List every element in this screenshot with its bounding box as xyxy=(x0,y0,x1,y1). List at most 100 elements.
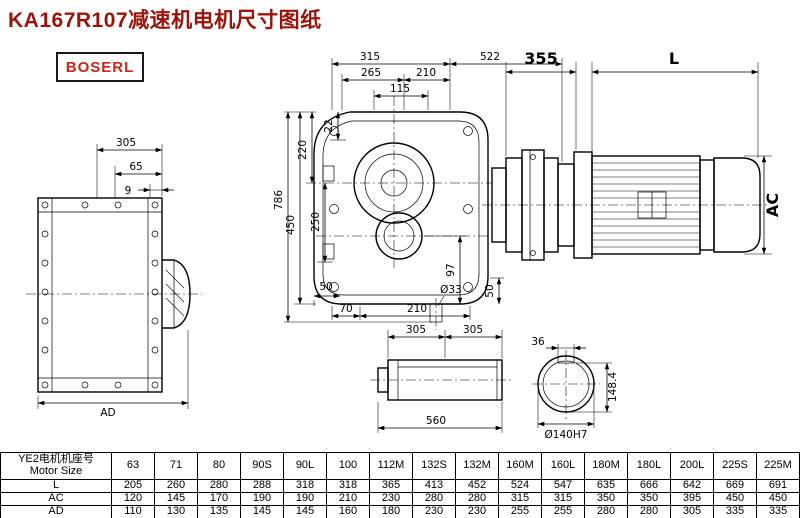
dim-50-right: 50 xyxy=(484,284,496,297)
dimension-value-cell: 230 xyxy=(455,505,499,518)
dimension-value-cell: 691 xyxy=(756,479,800,493)
dimension-value-cell: 350 xyxy=(627,492,671,506)
dim-65: 65 xyxy=(129,161,142,173)
dim-22: 22 xyxy=(323,119,335,132)
dimension-value-cell: 315 xyxy=(498,492,542,506)
dimension-value-cell: 666 xyxy=(627,479,671,493)
dimension-value-cell: 120 xyxy=(111,492,155,506)
dim-36: 36 xyxy=(531,336,545,348)
dim-560: 560 xyxy=(426,415,446,427)
dimension-value-cell: 130 xyxy=(154,505,198,518)
dim-220: 220 xyxy=(297,140,309,160)
size-column-header: 90S xyxy=(240,452,284,480)
dimension-value-cell: 110 xyxy=(111,505,155,518)
dim-97: 97 xyxy=(445,263,457,276)
dimension-value-cell: 280 xyxy=(627,505,671,518)
dim-diameter-33: Ø33 xyxy=(440,284,462,296)
dim-148-4: 148.4 xyxy=(607,372,619,402)
dimension-value-cell: 452 xyxy=(455,479,499,493)
size-column-header: 80 xyxy=(197,452,241,480)
dimension-value-cell: 547 xyxy=(541,479,585,493)
dim-250: 250 xyxy=(310,212,322,232)
dimension-value-cell: 635 xyxy=(584,479,628,493)
size-column-header: 180L xyxy=(627,452,671,480)
shaft-view: 305 305 560 xyxy=(370,324,512,433)
dimension-value-cell: 280 xyxy=(197,479,241,493)
dimension-value-cell: 210 xyxy=(326,492,370,506)
dim-115: 115 xyxy=(390,83,410,95)
dimension-value-cell: 255 xyxy=(541,505,585,518)
dimension-value-cell: 335 xyxy=(756,505,800,518)
motor-size-header: YE2电机机座号 Motor Size xyxy=(0,452,112,480)
dimension-value-cell: 280 xyxy=(584,505,628,518)
dim-786: 786 xyxy=(273,190,285,210)
size-column-header: 90L xyxy=(283,452,327,480)
bore-view: 36 148.4 Ø140H7 xyxy=(531,336,619,441)
dimension-value-cell: 190 xyxy=(240,492,284,506)
dimension-value-cell: 318 xyxy=(283,479,327,493)
dim-diameter-140: Ø140H7 xyxy=(545,429,588,441)
dimension-value-cell: 350 xyxy=(584,492,628,506)
row-label: AD xyxy=(0,505,112,518)
dim-ac: AC xyxy=(763,193,782,217)
dimension-value-cell: 230 xyxy=(369,492,413,506)
dimension-value-cell: 524 xyxy=(498,479,542,493)
dimension-value-cell: 135 xyxy=(197,505,241,518)
dim-ad: AD xyxy=(100,407,115,419)
dimension-value-cell: 280 xyxy=(455,492,499,506)
dimension-value-cell: 145 xyxy=(240,505,284,518)
dimension-value-cell: 205 xyxy=(111,479,155,493)
dimension-value-cell: 450 xyxy=(756,492,800,506)
dimension-value-cell: 318 xyxy=(326,479,370,493)
dim-305-shaft-b: 305 xyxy=(463,324,483,336)
dim-305-shaft-a: 305 xyxy=(406,324,426,336)
dimension-value-cell: 260 xyxy=(154,479,198,493)
dimension-value-cell: 190 xyxy=(283,492,327,506)
size-column-header: 200L xyxy=(670,452,714,480)
size-column-header: 100 xyxy=(326,452,370,480)
dimension-value-cell: 395 xyxy=(670,492,714,506)
dim-315: 315 xyxy=(360,51,380,63)
gearbox-side-view: 305 65 9 AD xyxy=(26,137,202,419)
size-column-header: 63 xyxy=(111,452,155,480)
dim-l: L xyxy=(669,49,679,68)
dim-9: 9 xyxy=(125,185,132,197)
dimension-value-cell: 280 xyxy=(412,492,456,506)
dim-450: 450 xyxy=(285,215,297,235)
dim-522: 522 xyxy=(480,51,500,63)
row-label: L xyxy=(0,479,112,493)
dim-265: 265 xyxy=(361,67,381,79)
header-label-en: Motor Size xyxy=(29,465,83,477)
motor-view: 355 L AC xyxy=(482,49,782,261)
size-column-header: 132M xyxy=(455,452,499,480)
row-label: AC xyxy=(0,492,112,506)
dim-70: 70 xyxy=(339,303,352,315)
dim-305-side: 305 xyxy=(116,137,136,149)
dimension-value-cell: 160 xyxy=(326,505,370,518)
size-column-header: 225S xyxy=(713,452,757,480)
dimension-value-cell: 642 xyxy=(670,479,714,493)
dimension-value-cell: 255 xyxy=(498,505,542,518)
dimension-value-cell: 450 xyxy=(713,492,757,506)
dimension-value-cell: 335 xyxy=(713,505,757,518)
dimension-value-cell: 315 xyxy=(541,492,585,506)
size-column-header: 132S xyxy=(412,452,456,480)
dimension-value-cell: 145 xyxy=(283,505,327,518)
dimension-value-cell: 145 xyxy=(154,492,198,506)
size-column-header: 160M xyxy=(498,452,542,480)
size-column-header: 112M xyxy=(369,452,413,480)
header-label-cn: YE2电机机座号 xyxy=(18,453,94,466)
dimension-value-cell: 170 xyxy=(197,492,241,506)
page-title: KA167R107减速机电机尺寸图纸 xyxy=(8,9,322,32)
dim-50-left: 50 xyxy=(319,281,332,293)
technical-drawing: 305 65 9 AD xyxy=(26,49,782,441)
brand-logo: BOSERL xyxy=(56,52,144,82)
dimension-value-cell: 305 xyxy=(670,505,714,518)
dimension-value-cell: 288 xyxy=(240,479,284,493)
size-column-header: 71 xyxy=(154,452,198,480)
